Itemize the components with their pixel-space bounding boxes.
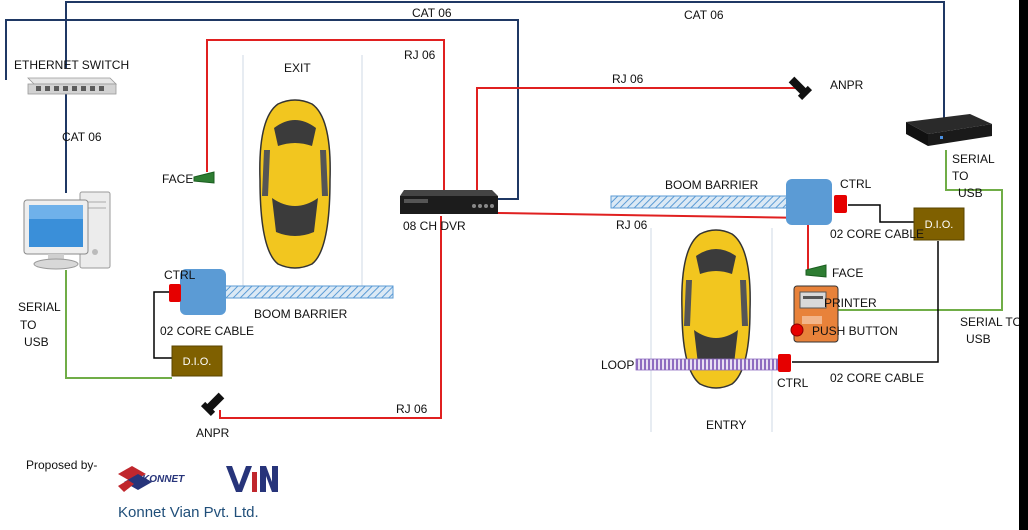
core-cable-left — [153, 291, 172, 359]
exit-car-icon — [259, 99, 331, 269]
face-reader-right-icon — [805, 264, 827, 278]
core-cable-right-bottom — [792, 241, 939, 363]
serial-label-left-3: USB — [24, 335, 49, 349]
ethernet-switch-label: ETHERNET SWITCH — [14, 58, 130, 72]
rj-label-entry: RJ 06 — [616, 218, 648, 232]
mini-pc-icon — [906, 114, 992, 146]
rj-cable-bottom — [219, 216, 442, 419]
rj-cable-exit-face — [206, 39, 445, 190]
face-label-right: FACE — [832, 266, 864, 280]
rj-label-anpr-top: RJ 06 — [612, 72, 644, 86]
ethernet-switch-icon — [27, 77, 117, 95]
boom-barrier-left-label: BOOM BARRIER — [254, 307, 348, 321]
core-cable-label-right-bottom: 02 CORE CABLE — [830, 371, 925, 385]
anpr-camera-bottom-icon — [200, 392, 225, 417]
printer-label: PRINTER — [824, 296, 877, 310]
proposed-by-label: Proposed by- — [26, 458, 98, 472]
serial-label-right-bottom-2: USB — [966, 332, 991, 346]
ctrl-label-left: CTRL — [164, 268, 196, 282]
cat-cable-dvr — [66, 19, 519, 200]
svg-text:D.I.O.: D.I.O. — [925, 219, 954, 231]
ctrl-label-right-top: CTRL — [840, 177, 872, 191]
push-button-label: PUSH BUTTON — [812, 324, 898, 338]
company-name: Konnet Vian Pvt. Ltd. — [118, 504, 259, 521]
serial-label-left-2: TO — [20, 318, 37, 332]
rj-label-bottom: RJ 06 — [396, 402, 428, 416]
dvr-icon — [400, 190, 498, 214]
ctrl-box-left — [169, 284, 181, 302]
serial-label-right-top-1: SERIAL — [952, 152, 995, 166]
boom-barrier-right-label: BOOM BARRIER — [665, 178, 759, 192]
exit-label: EXIT — [284, 61, 311, 75]
svg-text:KONNET: KONNET — [142, 474, 185, 485]
anpr-label-bottom: ANPR — [196, 426, 230, 440]
push-button-icon — [790, 323, 804, 337]
loop-label: LOOP — [601, 358, 635, 372]
cat-label-left: CAT 06 — [62, 130, 102, 144]
entry-car-icon — [681, 229, 751, 389]
core-cable-label-left: 02 CORE CABLE — [160, 324, 255, 338]
anpr-label-top: ANPR — [830, 78, 864, 92]
dvr-label: 08 CH DVR — [403, 219, 466, 233]
entry-label: ENTRY — [706, 418, 747, 432]
serial-label-right-top-3: USB — [958, 186, 983, 200]
boom-arm-right — [610, 195, 792, 209]
core-cable-right-top — [848, 204, 914, 223]
core-cable-label-right-top: 02 CORE CABLE — [830, 227, 925, 241]
face-label-left: FACE — [162, 172, 194, 186]
cat-label-top-right: CAT 06 — [684, 8, 724, 22]
rj-cable-entry — [497, 212, 809, 270]
ctrl-box-right-top — [834, 195, 847, 213]
barrier-box-left — [180, 269, 226, 315]
anpr-camera-top-icon — [788, 76, 813, 101]
loop-coil — [635, 358, 779, 371]
serial-cable-left — [65, 270, 172, 379]
konnet-logo-icon: KONNET — [118, 466, 185, 492]
dio-right-box: D.I.O. — [913, 207, 965, 241]
printer-kiosk-icon — [793, 285, 839, 343]
computer-icon — [23, 191, 111, 270]
ctrl-label-right-bottom: CTRL — [777, 376, 809, 390]
ctrl-box-right-bottom — [778, 354, 791, 372]
cat-cable-switch-left — [5, 19, 66, 80]
barrier-box-right — [786, 179, 832, 225]
dio-left-box: D.I.O. — [171, 345, 223, 377]
rj-cable-anpr-top — [476, 87, 800, 190]
face-reader-left-icon — [193, 171, 215, 184]
cat-cable-top — [65, 1, 945, 118]
vian-logo-icon — [226, 466, 278, 492]
svg-text:D.I.O.: D.I.O. — [183, 356, 212, 368]
boom-arm-left — [217, 285, 394, 299]
serial-label-right-bottom-1: SERIAL TO — [960, 315, 1019, 329]
serial-label-left-1: SERIAL — [18, 300, 61, 314]
rj-label-exit-top: RJ 06 — [404, 48, 436, 62]
serial-label-right-top-2: TO — [952, 169, 969, 183]
cat-label-top-left: CAT 06 — [412, 6, 452, 20]
